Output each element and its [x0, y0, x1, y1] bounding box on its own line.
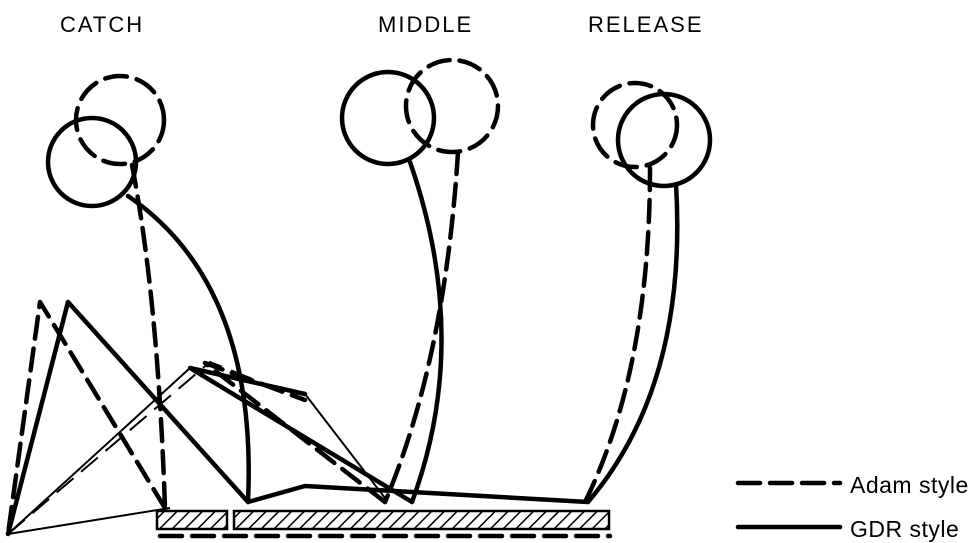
legend-adam-label: Adam style: [850, 472, 969, 498]
legend-gdr-label: GDR style: [850, 516, 960, 542]
catch-legs-gdr: [5, 299, 251, 537]
middle-head-gdr: [339, 69, 437, 167]
release-head-gdr: [615, 91, 713, 189]
catch-back-adam: [129, 162, 168, 511]
release-back-adam: [582, 165, 653, 505]
seat-track-main: [232, 509, 611, 531]
catch-figure: [5, 73, 251, 537]
release-head-adam: [590, 80, 680, 170]
catch-head-gdr: [45, 115, 139, 209]
middle-back-gdr: [407, 159, 444, 505]
middle-back-adam: [382, 149, 461, 505]
seat-track-front: [155, 509, 229, 531]
catch-back-gdr: [125, 193, 251, 505]
phase-label-release: RELEASE: [588, 12, 704, 37]
release-figure: [245, 80, 713, 505]
release-back-gdr: [585, 181, 680, 505]
stretcher-dashed: [7, 361, 306, 535]
catch-legs-adam: [5, 299, 168, 537]
phase-label-middle: MIDDLE: [378, 12, 474, 37]
middle-head-adam: [403, 57, 501, 155]
seat-track: [155, 509, 613, 539]
middle-figure: [187, 57, 501, 505]
release-legs: [245, 483, 591, 505]
middle-legs-gdr: [187, 365, 415, 505]
stretcher-base: [7, 507, 171, 535]
phase-label-catch: CATCH: [60, 12, 145, 37]
